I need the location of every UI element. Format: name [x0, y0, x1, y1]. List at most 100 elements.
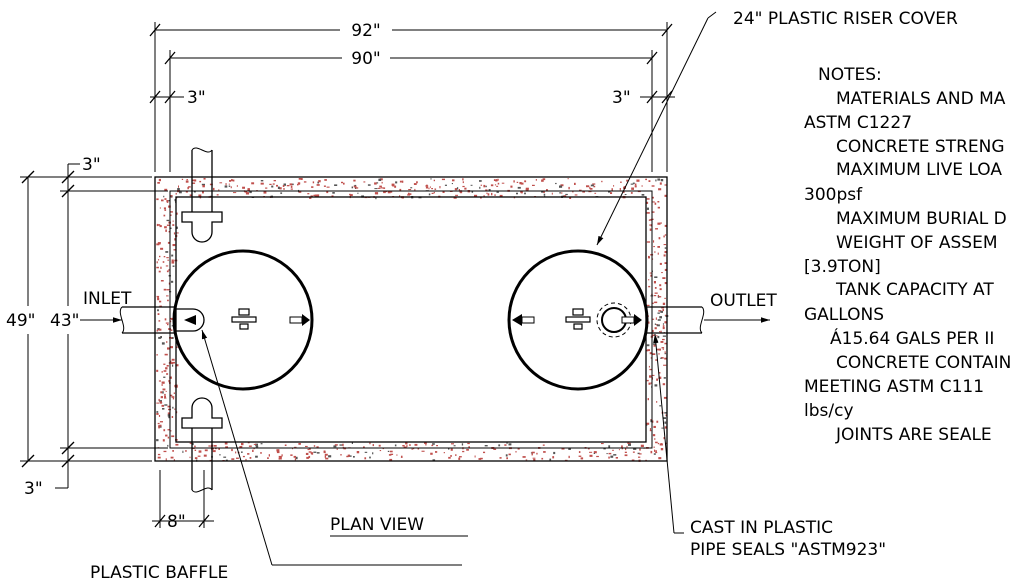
concrete-speckle — [646, 207, 649, 210]
concrete-speckle — [658, 372, 661, 374]
concrete-speckle — [653, 446, 655, 448]
concrete-speckle — [657, 312, 660, 314]
concrete-speckle — [568, 186, 570, 190]
concrete-speckle — [664, 247, 667, 249]
concrete-speckle — [255, 445, 259, 448]
concrete-speckle — [425, 185, 429, 187]
concrete-speckle — [654, 449, 656, 452]
concrete-speckle — [219, 182, 223, 184]
concrete-speckle — [165, 251, 169, 253]
concrete-speckle — [406, 444, 408, 447]
concrete-speckle — [483, 451, 486, 454]
concrete-speckle — [175, 212, 178, 215]
concrete-speckle — [157, 422, 160, 425]
concrete-speckle — [542, 444, 545, 446]
concrete-speckle — [363, 181, 366, 183]
concrete-speckle — [169, 337, 173, 339]
concrete-speckle — [268, 454, 270, 457]
concrete-speckle — [167, 436, 170, 439]
concrete-speckle — [653, 295, 657, 297]
concrete-speckle — [171, 416, 174, 418]
concrete-speckle — [633, 447, 637, 450]
concrete-speckle — [662, 325, 665, 327]
concrete-speckle — [388, 454, 392, 456]
concrete-speckle — [508, 443, 512, 446]
concrete-speckle — [165, 265, 169, 267]
concrete-speckle — [165, 434, 168, 437]
concrete-speckle — [649, 352, 652, 355]
concrete-speckle — [356, 451, 360, 454]
concrete-speckle — [664, 412, 667, 414]
concrete-speckle — [460, 191, 463, 194]
concrete-speckle — [467, 442, 470, 445]
concrete-speckle — [209, 183, 213, 186]
riser-right — [507, 249, 649, 391]
concrete-speckle — [224, 185, 228, 188]
concrete-speckle — [166, 365, 169, 367]
concrete-speckle — [168, 205, 171, 208]
concrete-speckle — [640, 444, 644, 447]
concrete-speckle — [593, 452, 595, 454]
concrete-speckle — [653, 453, 656, 455]
inlet-pipe — [119, 306, 205, 334]
concrete-speckle — [339, 444, 343, 446]
concrete-speckle — [652, 434, 656, 437]
pipe-seals-line1: CAST IN PLASTIC — [690, 518, 833, 538]
concrete-speckle — [161, 199, 164, 202]
concrete-speckle — [156, 412, 159, 415]
concrete-speckle — [657, 222, 661, 225]
concrete-speckle — [664, 353, 667, 355]
concrete-speckle — [637, 452, 640, 455]
concrete-speckle — [641, 185, 643, 187]
concrete-speckle — [470, 184, 473, 186]
concrete-speckle — [260, 443, 263, 445]
concrete-speckle — [244, 191, 248, 193]
dim-3-bottom-label: 3" — [24, 479, 43, 499]
concrete-speckle — [163, 450, 167, 453]
concrete-speckle — [248, 445, 252, 447]
concrete-speckle — [661, 427, 665, 429]
concrete-speckle — [513, 180, 515, 183]
concrete-speckle — [520, 190, 523, 193]
concrete-speckle — [663, 396, 667, 399]
concrete-speckle — [166, 224, 170, 226]
concrete-speckle — [173, 232, 176, 235]
concrete-speckle — [641, 194, 645, 196]
concrete-speckle — [646, 422, 650, 425]
concrete-speckle — [157, 313, 160, 315]
concrete-speckle — [652, 329, 654, 333]
concrete-speckle — [662, 338, 665, 341]
concrete-speckle — [160, 391, 163, 394]
concrete-speckle — [586, 185, 590, 188]
note-line: CONCRETE STRENG — [836, 137, 1005, 157]
concrete-speckle — [632, 182, 635, 184]
concrete-speckle — [486, 192, 488, 194]
concrete-speckle — [324, 179, 327, 181]
note-line: CONCRETE CONTAIN — [836, 353, 1011, 373]
tank-outline — [154, 176, 669, 462]
concrete-speckle — [542, 178, 546, 181]
concrete-speckle — [166, 219, 170, 222]
concrete-speckle — [658, 188, 662, 191]
concrete-speckle — [456, 187, 459, 190]
concrete-speckle — [455, 194, 458, 196]
concrete-speckle — [178, 185, 179, 188]
concrete-speckle — [171, 280, 174, 283]
concrete-speckle — [662, 383, 666, 386]
concrete-speckle — [173, 459, 175, 462]
concrete-speckle — [650, 357, 653, 359]
concrete-speckle — [664, 342, 667, 345]
concrete-speckle — [225, 446, 228, 449]
concrete-speckle — [161, 381, 165, 384]
concrete-speckle — [343, 448, 347, 450]
concrete-speckle — [378, 178, 382, 181]
concrete-speckle — [192, 182, 196, 184]
concrete-speckle — [290, 188, 293, 190]
concrete-speckle — [174, 238, 176, 241]
concrete-speckle — [569, 196, 572, 199]
concrete-speckle — [316, 452, 320, 454]
concrete-speckle — [163, 370, 167, 372]
concrete-speckle — [165, 390, 167, 392]
concrete-speckle — [664, 194, 667, 197]
concrete-speckle — [298, 191, 302, 193]
